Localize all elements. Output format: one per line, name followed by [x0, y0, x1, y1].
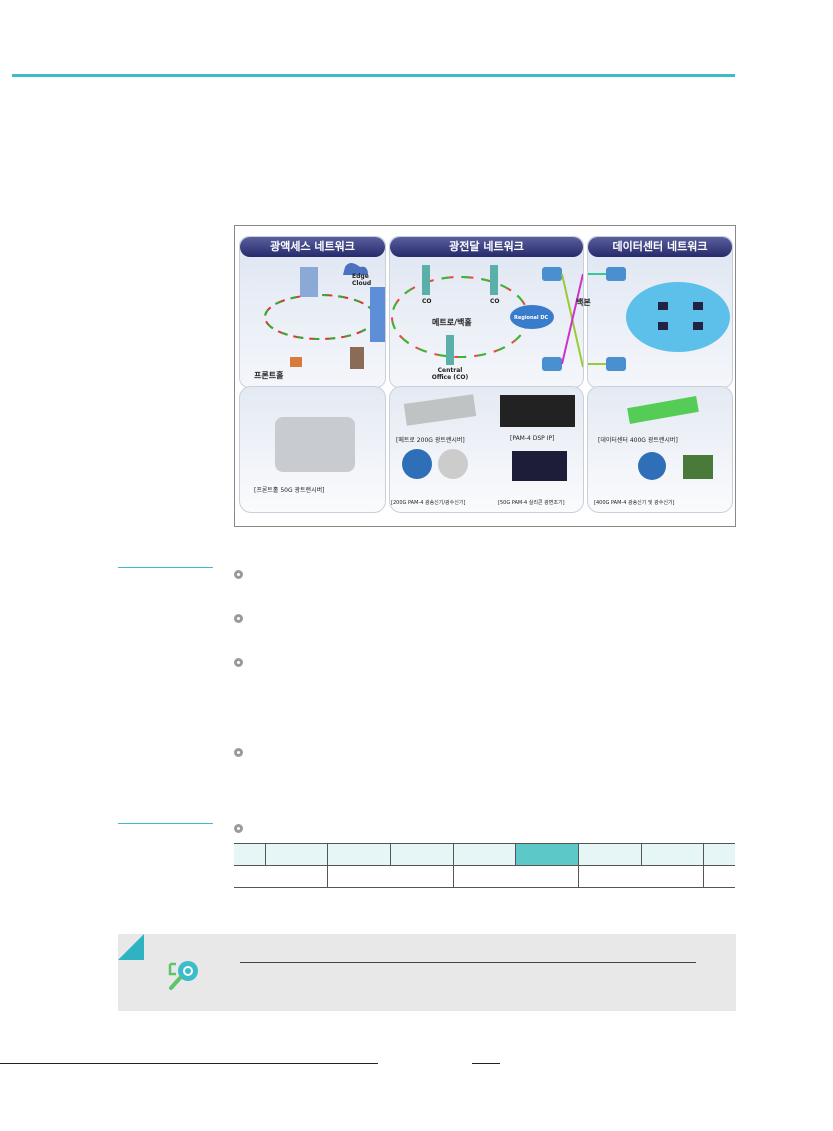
co-tower-icon: [422, 265, 430, 295]
modulator-photo: [512, 451, 567, 481]
callout-box: [118, 934, 736, 1011]
datacenter-network-title: 데이터센터 네트워크: [588, 237, 732, 257]
network-figure: 광액세스 네트워크 Edge Cloud 프론트홀 [프론트홀 50G 광트랜시…: [234, 225, 736, 527]
bullet-icon: [234, 658, 243, 667]
access-network-panel: 광액세스 네트워크 Edge Cloud 프론트홀: [239, 236, 386, 388]
transport-network-panel: 광전달 네트워크 CO CO 메트로/백홀 Regional DC Centra…: [389, 236, 584, 388]
transport-products-panel: [메트로 200G 광트랜시버] [PAM-4 DSP IP] [200G PA…: [389, 386, 584, 513]
search-gear-icon: [168, 961, 198, 990]
router-icon: [542, 357, 562, 371]
datacenter-products-panel: [데이터센터 400G 광트랜시버] [400G PAM-4 광송신기 및 광수…: [587, 386, 733, 513]
receiver-photo: [438, 449, 468, 479]
server-tower-icon: [370, 287, 385, 342]
transceiver-photo: [275, 417, 355, 472]
transceiver-photo: [627, 396, 699, 424]
dsp-chip-photo: [500, 395, 575, 427]
co-tower-icon: [446, 335, 454, 365]
corner-triangle: [118, 934, 144, 960]
bullet-icon: [234, 614, 243, 623]
datacenter-network-panel: 데이터센터 네트워크 백본: [576, 236, 733, 388]
cloud-icon: [343, 263, 368, 275]
access-products-panel: [프론트홀 50G 광트랜시버]: [239, 386, 386, 513]
datacenter-network-diagram: [588, 267, 730, 371]
access-network-title: 광액세스 네트워크: [240, 237, 385, 257]
footer-rule-short: [472, 1063, 500, 1064]
datacenter-cloud-icon: [626, 282, 730, 352]
house-icon: [290, 357, 302, 367]
highlighted-cell: [515, 843, 579, 866]
transport-network-diagram: [391, 265, 583, 371]
receiver-photo: [683, 455, 713, 479]
regional-dc-cloud-icon: [510, 305, 554, 329]
callout-rule: [240, 962, 696, 963]
transmitter-photo: [402, 449, 432, 479]
bullet-icon: [234, 748, 243, 757]
transceiver-photo: [403, 394, 477, 426]
transmitter-photo: [638, 452, 666, 480]
building-icon: [350, 347, 364, 369]
building-icon: [300, 267, 318, 297]
table-header-row: [234, 843, 735, 866]
table-row: [234, 865, 735, 888]
section-rule: [118, 567, 213, 568]
access-network-diagram: [264, 263, 385, 369]
bullet-icon: [234, 570, 243, 579]
transport-network-title: 광전달 네트워크: [390, 237, 583, 257]
bullet-icon: [234, 824, 243, 833]
footer-rule: [0, 1063, 378, 1064]
router-icon: [542, 267, 562, 281]
roadmap-table: [234, 843, 735, 888]
co-tower-icon: [490, 265, 498, 295]
router-icon: [606, 267, 626, 281]
router-icon: [606, 357, 626, 371]
header-rule: [12, 74, 735, 77]
section-rule: [118, 823, 213, 824]
